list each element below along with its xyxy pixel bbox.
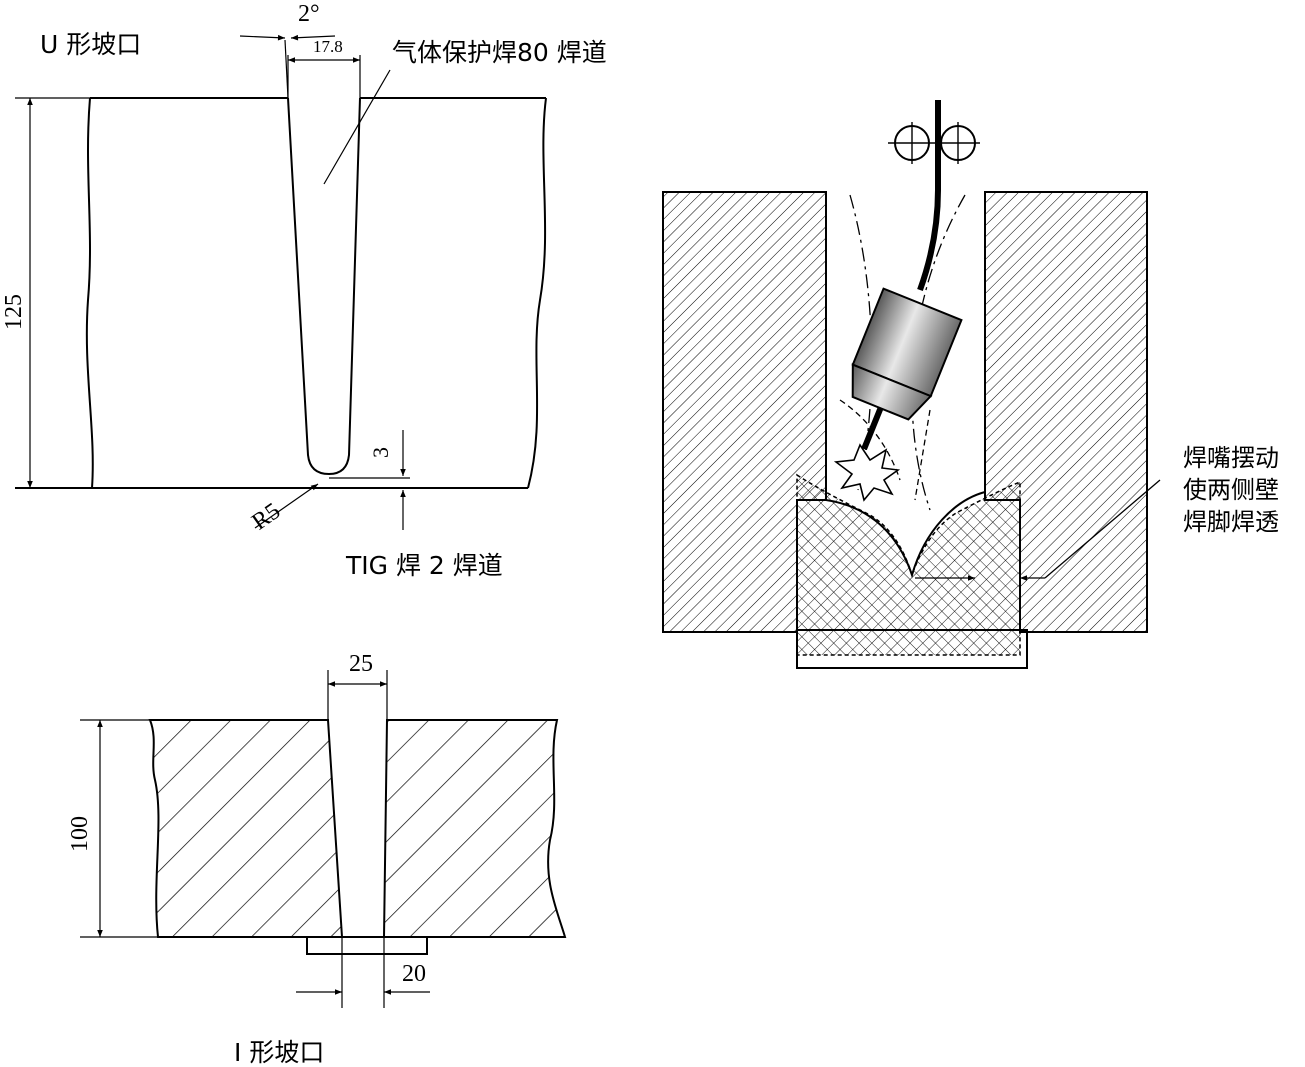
i-groove-dimensions — [97, 681, 430, 995]
depth-100-label: 100 — [67, 816, 93, 852]
angle-arrow-right — [290, 34, 336, 41]
u-plate-break-right — [527, 97, 547, 489]
radius-leader — [254, 483, 319, 529]
fill-pass-label: 气体保护焊80 焊道 — [392, 38, 607, 67]
note-line-1: 焊嘴摆动 — [1183, 444, 1279, 472]
weld-bead-surface — [825, 491, 986, 579]
root-pass-label: TIG 焊 2 焊道 — [346, 551, 503, 580]
welding-wire — [917, 100, 941, 292]
depth-125-label: 125 — [1, 294, 27, 330]
u-groove-title: U 形坡口 — [40, 30, 142, 59]
i-plate-right — [382, 719, 567, 938]
torch-nozzle — [851, 287, 963, 451]
note-leader — [1044, 479, 1161, 579]
u-groove-section — [15, 39, 547, 489]
i-groove-title: I 形坡口 — [234, 1038, 325, 1067]
i-groove-section — [80, 670, 567, 1008]
note-line-3: 焊脚焊透 — [1183, 508, 1279, 536]
bottom-width-label: 20 — [402, 961, 426, 987]
top-width-label: 25 — [349, 651, 373, 677]
arc-spark-icon — [833, 443, 901, 502]
u-plate-break-left — [85, 97, 94, 489]
fill-pass-leader — [323, 69, 391, 185]
note-line-2: 使两侧壁 — [1183, 476, 1279, 504]
torch-detail — [662, 100, 1161, 669]
u-groove-dimensions — [27, 34, 406, 530]
root-face-label: 3 — [368, 447, 393, 458]
angle-label: 2° — [298, 1, 320, 27]
i-plate-left — [148, 719, 344, 938]
u-groove-profile — [287, 97, 361, 476]
i-backing-strip — [306, 936, 428, 955]
width-label: 17.8 — [313, 37, 343, 56]
angle-arrow-left — [239, 34, 286, 41]
